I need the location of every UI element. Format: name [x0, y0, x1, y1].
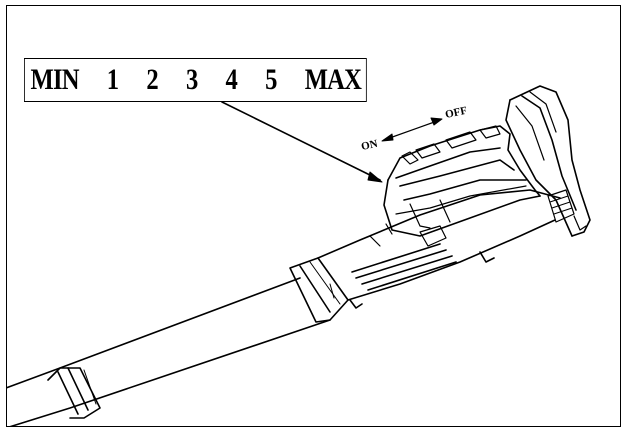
- diagram-frame: [6, 5, 621, 427]
- speed-scale-label: 2: [146, 63, 158, 96]
- blower-handle: [383, 125, 541, 237]
- blower-body: [317, 189, 561, 309]
- callout-leader-line: [221, 101, 381, 181]
- speed-scale-label: 5: [265, 63, 277, 96]
- speed-scale-label: MIN: [30, 63, 80, 96]
- off-label: OFF: [444, 105, 468, 121]
- on-label: ON: [360, 138, 379, 153]
- callout-arrowhead: [367, 171, 383, 183]
- speed-scale-label: MAX: [304, 63, 362, 96]
- speed-scale-label: 4: [225, 63, 238, 96]
- battery-pack: [505, 85, 591, 237]
- on-off-arrows: [381, 117, 443, 142]
- speed-scale-label: 3: [185, 63, 198, 96]
- blower-tube: [6, 257, 349, 427]
- speed-scale-label: 1: [106, 63, 119, 96]
